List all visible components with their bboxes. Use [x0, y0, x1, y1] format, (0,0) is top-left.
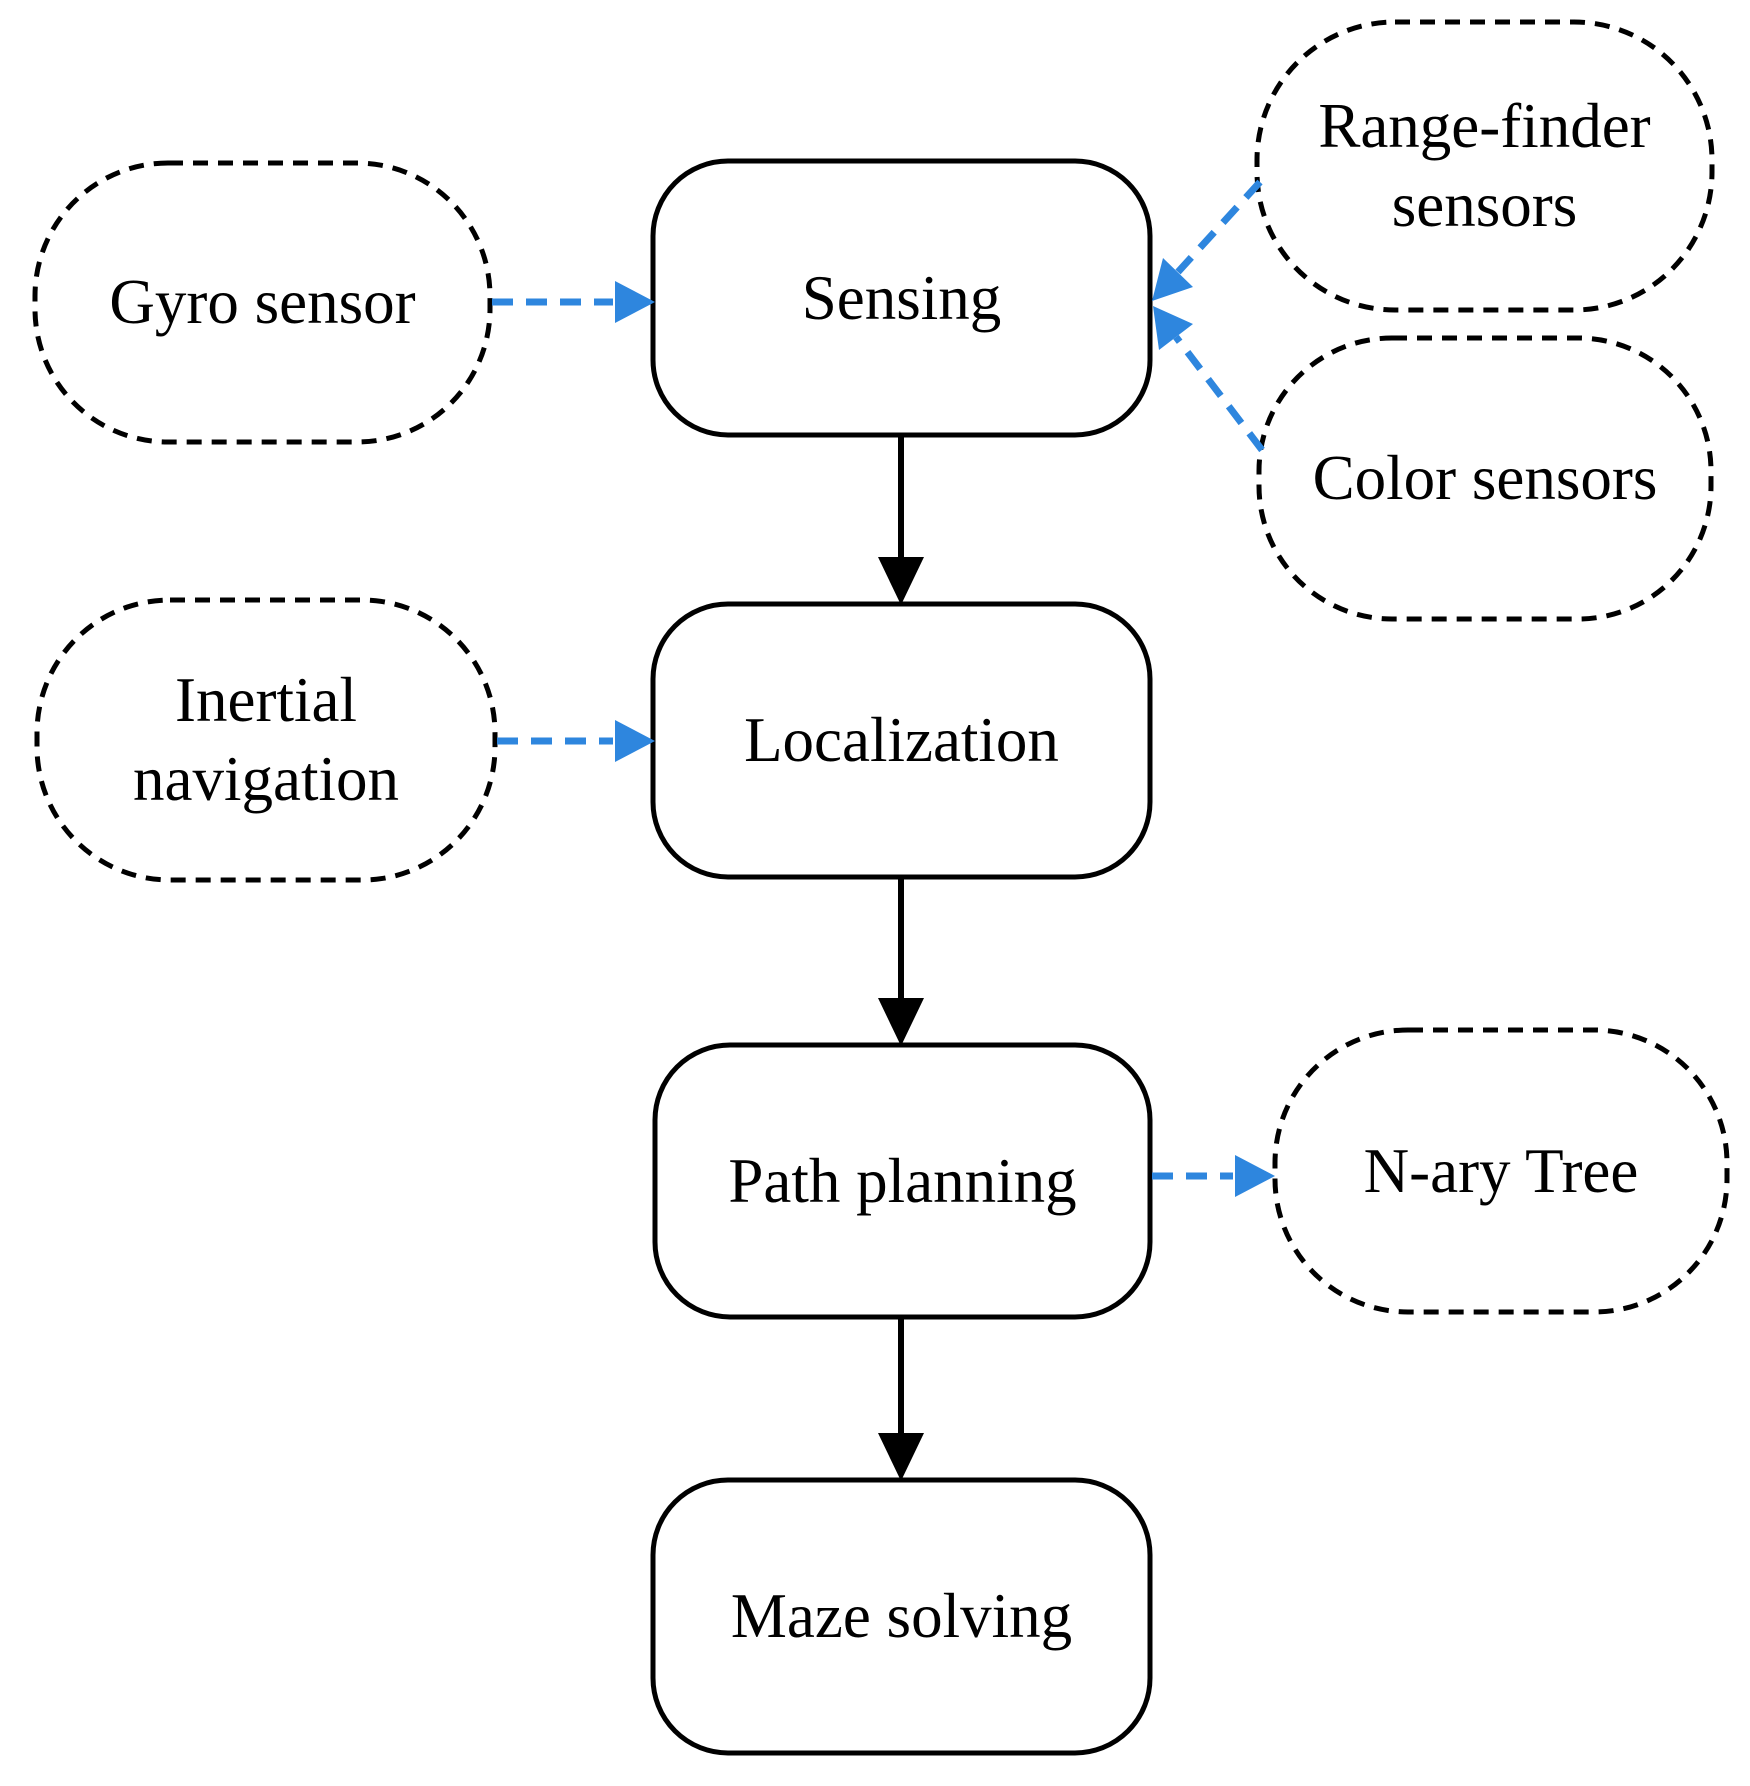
- localization-label: Localization: [744, 705, 1059, 776]
- arrow-range-finder-to-sensing: [1152, 179, 1263, 301]
- n-ary-tree-node: [1272, 1027, 1730, 1315]
- path-planning-box: [652, 1042, 1153, 1320]
- maze-solving-label: Maze solving: [730, 1581, 1073, 1652]
- arrow-color-sensors-to-sensing: [1153, 306, 1265, 453]
- inertial-navigation-node: [34, 597, 498, 883]
- inertial-navigation-label: Inertial navigation: [133, 665, 399, 814]
- arrow-gyro-to-sensing: [492, 281, 655, 323]
- maze-solving-box: [650, 1477, 1153, 1756]
- arrow-path-planning-to-nary-tree: [1152, 1155, 1275, 1197]
- color-sensors-label: Color sensors: [1312, 443, 1658, 514]
- arrow-inertial-to-localization: [497, 720, 655, 762]
- color-sensors-node: [1256, 335, 1714, 622]
- path-planning-label: Path planning: [728, 1145, 1077, 1216]
- arrow-path-planning-to-maze-solving: [878, 1319, 924, 1481]
- range-finder-sensors-label: Range-finder sensors: [1318, 91, 1651, 240]
- gyro-sensor-node: [32, 160, 493, 445]
- range-finder-sensors-node: [1254, 19, 1715, 313]
- arrow-sensing-to-localization: [878, 437, 924, 605]
- gyro-sensor-label: Gyro sensor: [109, 267, 416, 338]
- arrow-localization-to-path-planning: [878, 879, 924, 1046]
- n-ary-tree-label: N-ary Tree: [1363, 1135, 1639, 1206]
- sensing-box: [650, 158, 1153, 438]
- sensing-label: Sensing: [801, 262, 1002, 333]
